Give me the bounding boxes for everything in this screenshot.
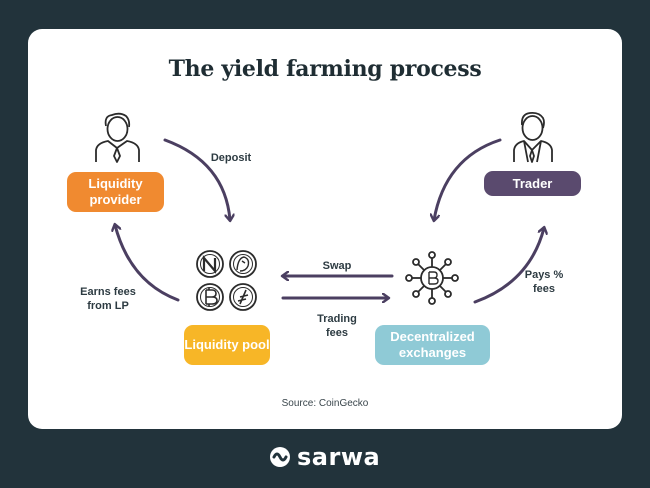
crypto-coins-icon: [196, 250, 257, 311]
liquidity-provider-node: Liquidity provider: [67, 172, 164, 212]
person-icon: [95, 112, 140, 163]
diagram-card: [28, 29, 622, 429]
trading-fees-label: Trading fees: [317, 313, 357, 339]
trader-node: Trader: [484, 171, 581, 196]
sarwa-logo-icon: [270, 447, 290, 467]
liquidity-pool-node: Liquidity pool: [184, 325, 270, 365]
decentralized-exchanges-node: Decentralized exchanges: [375, 325, 490, 365]
businessman-icon: [513, 111, 553, 163]
brand-name: sarwa: [297, 443, 381, 471]
pays-fees-label: Pays % fees: [524, 269, 564, 295]
deposit-label: Deposit: [210, 152, 252, 164]
pays-fees-arrow: [473, 228, 544, 304]
brand-logo: sarwa: [269, 440, 380, 474]
deposit-arrow: [163, 138, 230, 220]
trader-to-exchange-arrow: [434, 138, 502, 220]
earns-fees-label: Earns fees from LP: [80, 286, 136, 312]
swap-label: Swap: [322, 260, 352, 272]
blockchain-network-icon: [405, 251, 459, 305]
earns-fees-arrow: [115, 225, 180, 302]
diagram-title: The yield farming process: [168, 56, 482, 82]
source-note: Source: CoinGecko: [281, 398, 369, 409]
